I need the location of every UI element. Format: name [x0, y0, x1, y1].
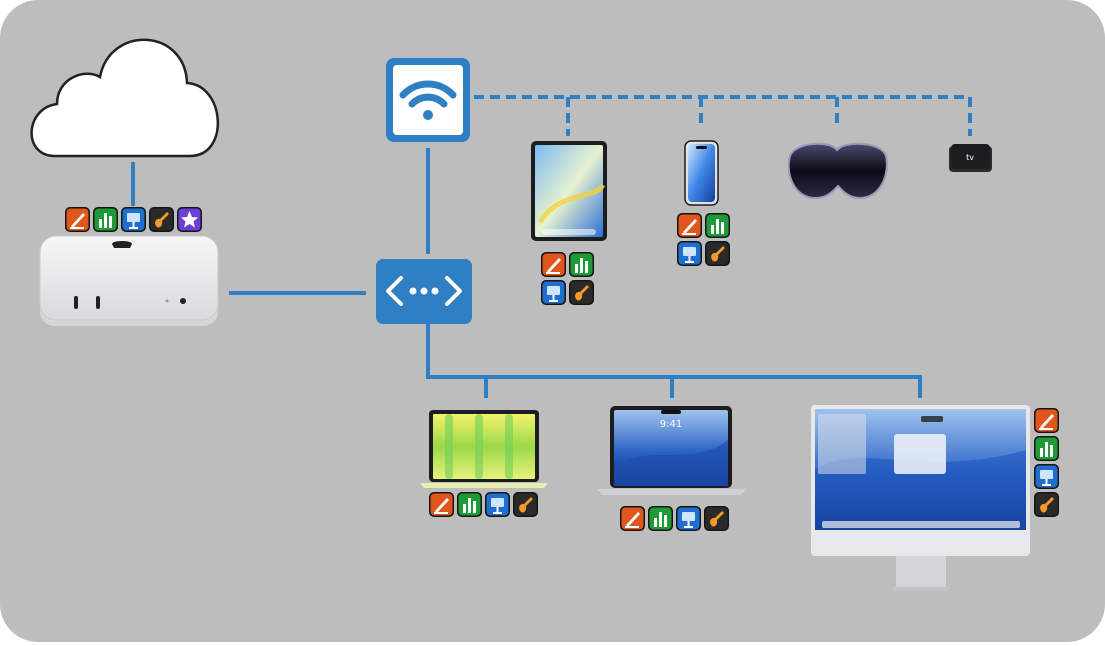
pages-icon: [677, 213, 702, 238]
garageband-icon: [149, 207, 174, 232]
numbers-icon: [648, 506, 673, 531]
keynote-icon: [121, 207, 146, 232]
numbers-icon: [457, 492, 482, 517]
keynote-icon: [677, 241, 702, 266]
cloud-icon: [30, 38, 220, 158]
pages-icon: [429, 492, 454, 517]
connections: [131, 95, 972, 398]
imovie-icon: [177, 207, 202, 232]
macbook-pro-icon: 9:41: [597, 406, 746, 495]
app-icons: [65, 207, 1059, 531]
numbers-icon: [705, 213, 730, 238]
macbook-pro-clock: 9:41: [660, 419, 682, 430]
garageband-icon: [1034, 492, 1059, 517]
iphone-icon: [684, 140, 719, 206]
imac-icon: [811, 405, 1030, 591]
vision-pro-icon: [787, 142, 888, 200]
garageband-icon: [705, 241, 730, 266]
numbers-icon: [93, 207, 118, 232]
pages-icon: [620, 506, 645, 531]
numbers-icon: [1034, 436, 1059, 461]
ipad-icon: [531, 141, 607, 241]
pages-icon: [1034, 408, 1059, 433]
keynote-icon: [541, 280, 566, 305]
keynote-icon: [1034, 464, 1059, 489]
pages-icon: [541, 252, 566, 277]
wifi-icon: [386, 58, 470, 142]
macbook-air-icon: [420, 410, 548, 488]
network-switch-icon: [376, 259, 472, 324]
apple-tv-label: tv: [966, 153, 974, 162]
garageband-icon: [569, 280, 594, 305]
numbers-icon: [569, 252, 594, 277]
link-wifi-apple-tv: [474, 95, 972, 136]
keynote-icon: [676, 506, 701, 531]
keynote-icon: [485, 492, 510, 517]
apple-tv-icon: tv: [949, 144, 992, 172]
garageband-icon: [513, 492, 538, 517]
mac-mini-icon: [39, 235, 219, 326]
garageband-icon: [704, 506, 729, 531]
pages-icon: [65, 207, 90, 232]
